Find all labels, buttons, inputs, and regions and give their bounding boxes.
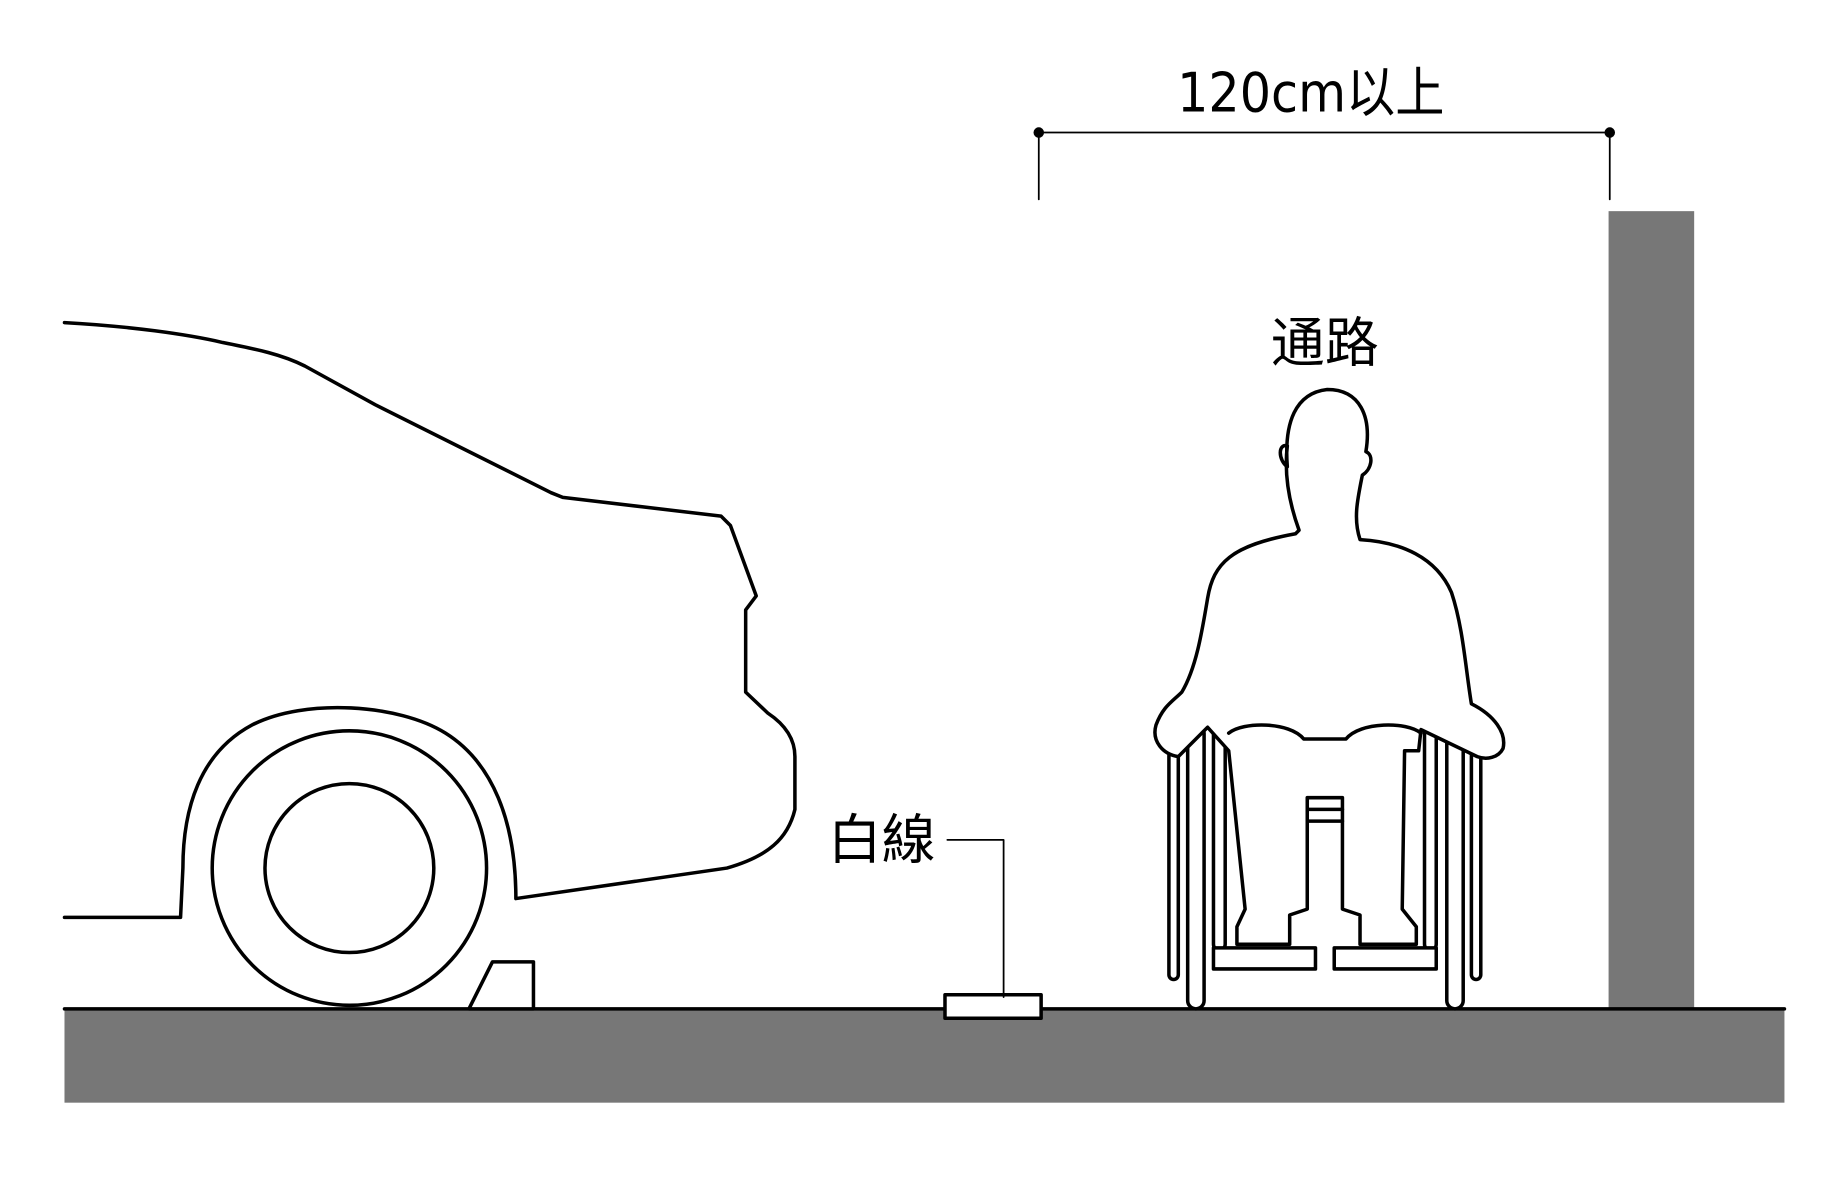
white-line-marker xyxy=(943,992,1043,1020)
car-body xyxy=(62,320,797,920)
person-silhouette xyxy=(1153,387,1506,947)
car-wheel-hub xyxy=(263,781,436,955)
person-lap-detail xyxy=(1226,723,1423,823)
dimension-line xyxy=(1033,127,1616,201)
white-line-label: 白線 xyxy=(828,809,936,872)
wheel-stop xyxy=(467,960,536,1011)
ground-slab xyxy=(64,1008,1785,1103)
dimension-label: 120cm以上 xyxy=(1177,61,1444,124)
passage-label: 通路 xyxy=(1271,311,1379,374)
car-tire xyxy=(210,729,489,1008)
white-line-leader xyxy=(946,839,1005,998)
wall xyxy=(1608,211,1695,1012)
